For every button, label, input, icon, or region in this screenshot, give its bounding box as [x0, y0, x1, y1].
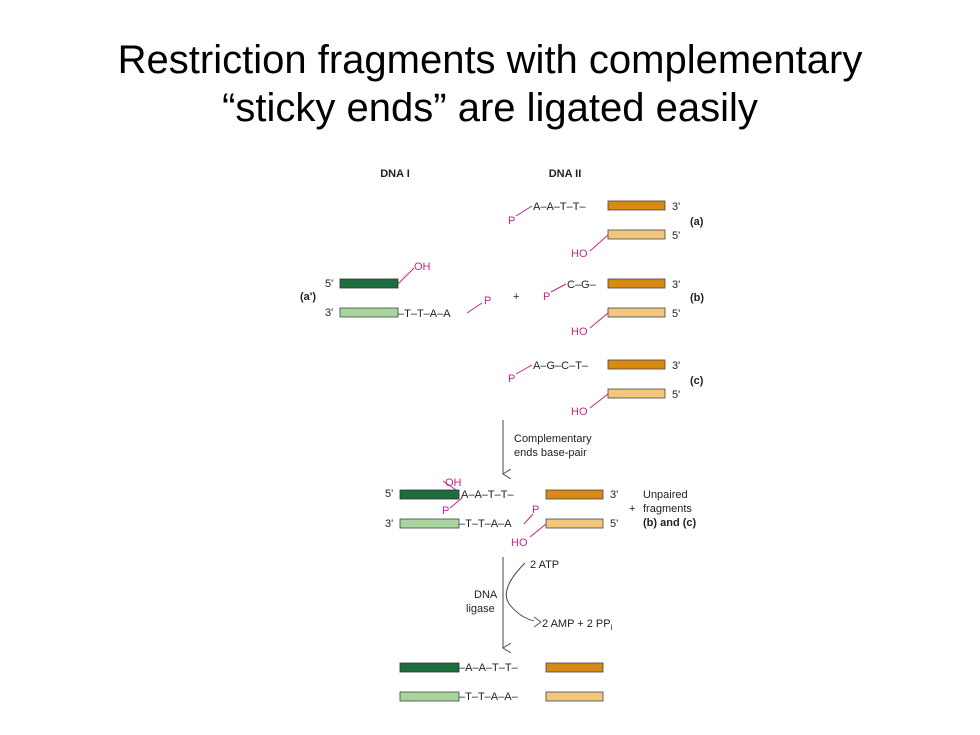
unpaired-line3: (b) and (c)	[643, 517, 696, 529]
annealed-molecule: OH 5' A–A–T–T– 3' P P 3' –T–T–A–A 5' HO	[385, 477, 618, 549]
title-line-2: “sticky ends” are ligated easily	[222, 86, 758, 130]
fragment-c-sequence: A–G–C–T–	[533, 360, 589, 372]
product-bottom-right-strand	[545, 691, 604, 702]
fragment-c-label: (c)	[690, 375, 704, 387]
fragment-b-top-strand	[607, 278, 666, 289]
fragment-a-prime-3prime: 3'	[325, 307, 333, 319]
annealed-bottom-left-strand	[399, 518, 460, 529]
hydroxyl-bond	[589, 234, 609, 252]
product-top-sequence: –A–A–T–T–	[459, 662, 519, 674]
ligase-line1: DNA	[474, 589, 498, 601]
hydroxyl-bond	[589, 393, 609, 409]
title-line-1: Restriction fragments with complementary	[117, 38, 863, 82]
annealed-bottom-right-strand	[545, 518, 604, 529]
hydroxyl-label: HO	[571, 248, 588, 260]
phosphate-label: P	[532, 504, 539, 516]
annealed-bottom-sequence: –T–T–A–A	[459, 518, 512, 530]
atp-curve	[505, 562, 541, 623]
hydroxyl-label: HO	[571, 406, 588, 418]
fragment-b: P C–G– 3' (b) 5' HO	[543, 278, 704, 338]
hydroxyl-bond	[397, 267, 415, 285]
fragment-c-top-strand	[607, 359, 666, 370]
product-bottom-sequence: –T–T–A–A–	[459, 691, 519, 703]
hydroxyl-label: HO	[511, 537, 528, 549]
product-top-right-strand	[545, 662, 604, 673]
step1-label-line1: Complementary	[514, 433, 592, 445]
fragment-a-top-strand	[607, 200, 666, 211]
annealed-bottom-5prime: 5'	[610, 518, 618, 530]
fragment-a-prime: 5' OH (a') 3' –T–T–A–A P	[300, 261, 491, 320]
annealed-top-3prime: 3'	[610, 489, 618, 501]
annealed-top-right-strand	[545, 489, 604, 500]
phosphate-bond	[466, 302, 483, 314]
phosphate-label: P	[543, 291, 550, 303]
fragment-b-3prime: 3'	[672, 279, 680, 291]
annealed-5prime: 5'	[385, 488, 393, 500]
amp-label: 2 AMP + 2 PPi	[542, 618, 613, 632]
unpaired-line2: fragments	[643, 503, 692, 515]
phosphate-bond	[449, 497, 463, 509]
product-top-left-strand	[399, 662, 460, 673]
fragment-a-prime-top-strand	[339, 278, 399, 289]
hydroxyl-label: OH	[414, 261, 431, 273]
plus-sign: +	[513, 291, 519, 303]
fragment-b-5prime: 5'	[672, 308, 680, 320]
hydroxyl-bond	[529, 523, 547, 538]
fragment-a-bottom-strand	[607, 229, 666, 240]
slide-title: Restriction fragments with complementary…	[0, 36, 980, 132]
fragment-a-sequence: A–A–T–T–	[533, 201, 586, 213]
unpaired-line1: Unpaired	[643, 489, 688, 501]
annealed-top-left-strand	[399, 489, 460, 500]
fragment-a-label: (a)	[690, 216, 704, 228]
fragment-c-5prime: 5'	[672, 389, 680, 401]
fragment-b-label: (b)	[690, 292, 704, 304]
step1-label-line2: ends base-pair	[514, 447, 587, 459]
phosphate-label: P	[508, 373, 515, 385]
fragment-a-5prime: 5'	[672, 230, 680, 242]
hydroxyl-label: HO	[571, 326, 588, 338]
phosphate-bond	[550, 283, 567, 293]
ligated-product: –A–A–T–T– –T–T–A–A–	[399, 662, 604, 703]
fragment-c-3prime: 3'	[672, 360, 680, 372]
hydroxyl-bond	[589, 312, 609, 329]
fragment-a-prime-5prime: 5'	[325, 278, 333, 290]
phosphate-bond	[523, 513, 534, 525]
ligase-line2: ligase	[466, 603, 495, 615]
amp-arrowhead	[533, 616, 542, 628]
atp-label: 2 ATP	[530, 559, 559, 571]
fragment-b-sequence: C–G–	[567, 279, 597, 291]
fragment-b-bottom-strand	[607, 307, 666, 318]
dna1-header: DNA I	[380, 168, 410, 180]
fragment-a-prime-sequence: –T–T–A–A	[398, 308, 451, 320]
dna2-header: DNA II	[549, 168, 582, 180]
fragment-a-prime-label: (a')	[300, 291, 316, 303]
fragment-c: P A–G–C–T– 3' (c) 5' HO	[508, 359, 704, 418]
plus-sign-2: +	[629, 503, 635, 515]
fragment-c-bottom-strand	[607, 388, 666, 399]
fragment-a-prime-bottom-strand	[339, 307, 399, 318]
fragment-a: P A–A–T–T– 3' (a) 5' HO	[508, 200, 704, 260]
phosphate-label: P	[484, 295, 491, 307]
phosphate-label: P	[508, 215, 515, 227]
annealed-bottom-3prime: 3'	[385, 518, 393, 530]
fragment-a-3prime: 3'	[672, 201, 680, 213]
phosphate-label: P	[442, 505, 449, 517]
phosphate-bond	[515, 364, 533, 375]
product-bottom-left-strand	[399, 691, 460, 702]
annealed-top-sequence: A–A–T–T–	[461, 489, 514, 501]
hydroxyl-label: OH	[445, 477, 462, 489]
phosphate-bond	[515, 205, 533, 217]
